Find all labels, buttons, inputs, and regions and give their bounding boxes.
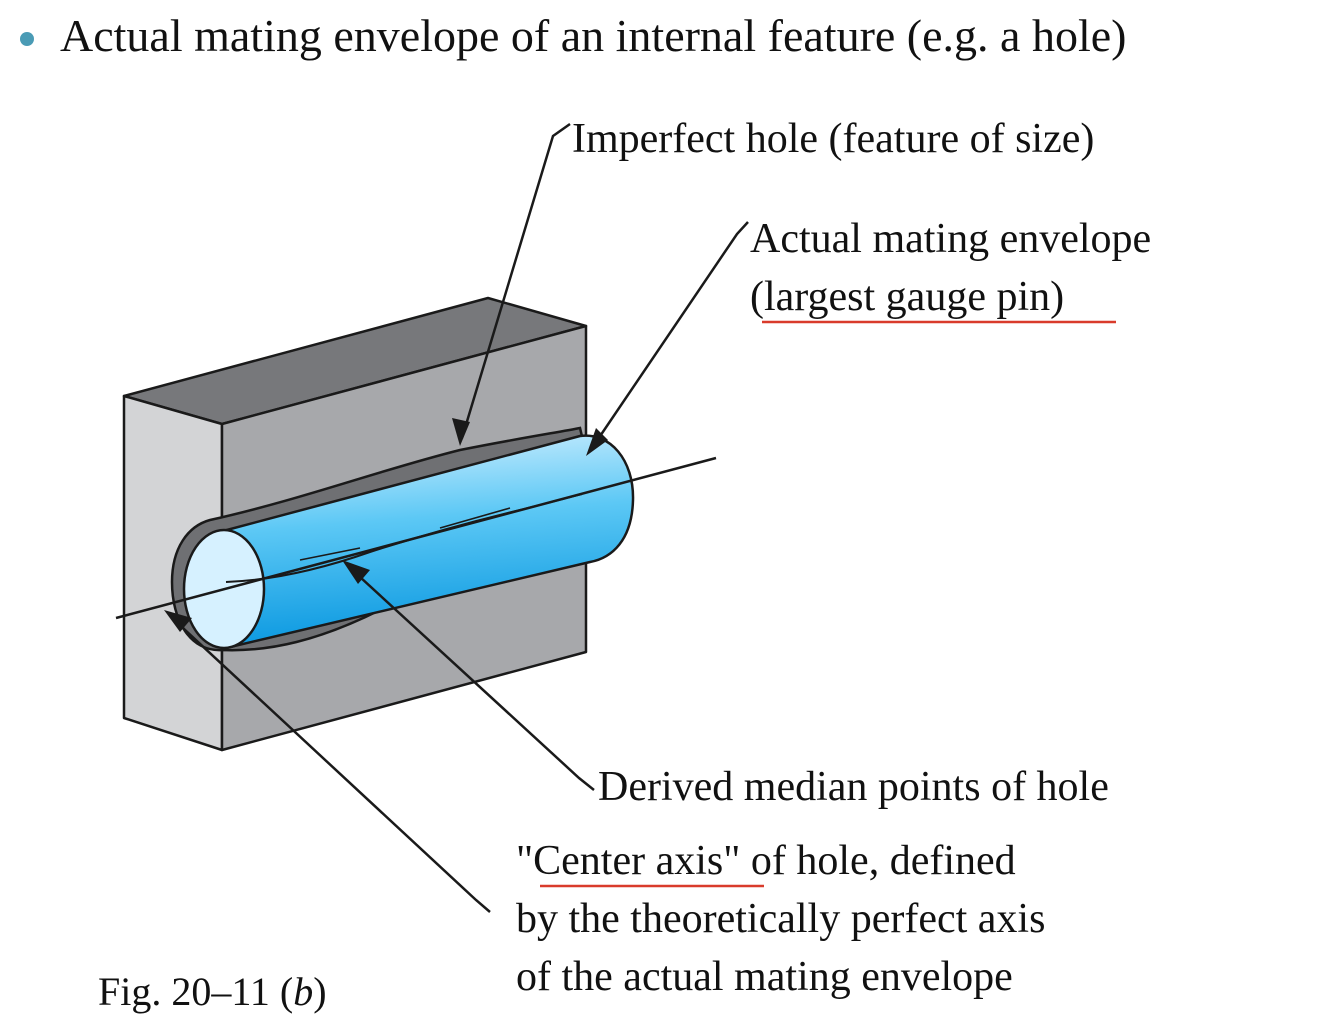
label-center-axis-line1: "Center axis" of hole, defined xyxy=(516,838,1016,884)
label-imperfect-hole: Imperfect hole (feature of size) xyxy=(572,116,1094,162)
caption-suffix: ) xyxy=(313,969,327,1014)
arrowhead-imperfect-hole xyxy=(452,418,470,446)
bullet-dot-icon xyxy=(20,32,34,46)
leader-imperfect-hole xyxy=(460,122,571,439)
leader-mating-envelope xyxy=(590,221,749,449)
label-envelope-line2: (largest gauge pin) xyxy=(750,274,1064,320)
pin-surface-contour xyxy=(299,507,511,561)
bullet-row: Actual mating envelope of an internal fe… xyxy=(14,6,1314,70)
arrowhead-center-axis xyxy=(164,610,192,632)
slide-bullet-text: Actual mating envelope of an internal fe… xyxy=(60,10,1127,61)
figure-caption: Fig. 20–11 (b) xyxy=(98,966,327,1018)
label-center-axis-line2: by the theoretically perfect axis xyxy=(516,896,1045,942)
arrowhead-median-points xyxy=(342,560,370,584)
caption-letter: b xyxy=(293,969,314,1014)
leader-center-axis xyxy=(169,615,491,913)
caption-prefix: Fig. 20–11 ( xyxy=(98,969,294,1014)
label-center-axis-line3: of the actual mating envelope xyxy=(516,954,1013,1000)
center-axis-line xyxy=(115,456,717,620)
leader-median-points xyxy=(347,565,595,791)
arrowhead-mating-envelope xyxy=(586,428,608,456)
label-median-points: Derived median points of hole xyxy=(598,764,1109,810)
label-envelope-line1: Actual mating envelope xyxy=(750,216,1151,262)
